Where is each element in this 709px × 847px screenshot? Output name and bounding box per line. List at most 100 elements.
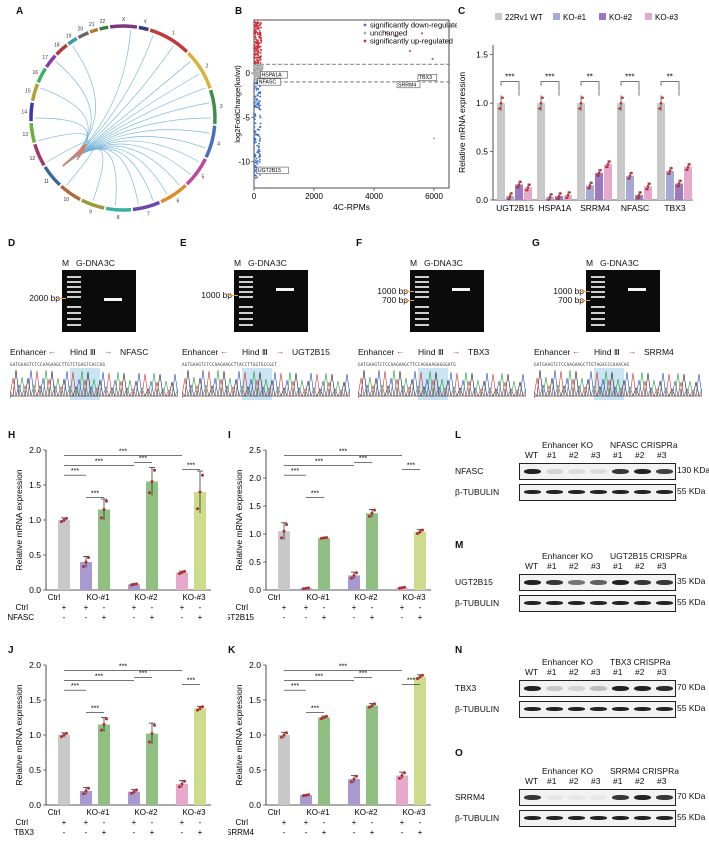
replicate-dot xyxy=(282,733,286,737)
replicate-dot xyxy=(153,468,156,472)
unchanged-point xyxy=(254,72,256,74)
loading-size-label: 55 KDa xyxy=(677,703,706,713)
y-tick-label: 0.5 xyxy=(476,147,488,157)
replicate-dot xyxy=(597,171,601,175)
gene-label: SRRM4 xyxy=(398,82,416,88)
down-point xyxy=(254,85,257,88)
replicate-dot xyxy=(368,705,371,709)
replicate-dot xyxy=(608,160,611,163)
replicate-dot xyxy=(599,168,602,172)
category-label: KO-#3 xyxy=(182,808,206,817)
gene-sign: + xyxy=(418,613,423,622)
category-label: KO-#1 xyxy=(86,593,110,602)
lane-label: #2 xyxy=(569,776,579,786)
bar xyxy=(497,103,505,200)
y-tick-label: 0.5 xyxy=(249,557,261,567)
replicate-dot xyxy=(661,96,664,99)
significance-label: *** xyxy=(95,673,103,680)
y-tick-label: 1.0 xyxy=(29,730,41,740)
gene-sign: + xyxy=(198,828,203,837)
significance-label: *** xyxy=(359,456,367,463)
ctrl-sign: + xyxy=(282,818,287,827)
bar xyxy=(366,705,378,805)
lane-label: #2 xyxy=(569,561,579,571)
up-point xyxy=(253,54,256,57)
legend-label: KO-#3 xyxy=(655,13,679,22)
sequence-text: GATGAAGTCTCCAAGAAGCTTGTCTGAGTCACCAG xyxy=(10,362,106,367)
down-point xyxy=(259,158,261,161)
ctrl-sign: + xyxy=(352,603,357,612)
target-band xyxy=(568,580,585,585)
replicate-dot xyxy=(285,522,288,526)
category-label: KO-#1 xyxy=(86,808,110,817)
category-label: Ctrl xyxy=(48,593,61,602)
down-point xyxy=(259,125,262,128)
panel-label-e: E xyxy=(180,238,187,249)
ctrl-sign: - xyxy=(103,603,106,612)
lane-label: #3 xyxy=(657,776,667,786)
gene-sign: - xyxy=(133,828,136,837)
up-point xyxy=(409,49,411,52)
junction-mid-label: Hind Ⅲ xyxy=(594,347,620,357)
chromosome-label: 10 xyxy=(63,197,69,203)
chromatogram-trace xyxy=(358,370,526,398)
panel-label-o: O xyxy=(455,748,463,759)
significance-label: *** xyxy=(291,468,299,475)
bar xyxy=(657,103,665,200)
legend-label: unchanged xyxy=(370,29,407,38)
legend-swatch xyxy=(599,13,606,20)
up-point xyxy=(253,37,256,40)
down-point xyxy=(256,87,259,90)
replicate-dot xyxy=(565,196,568,200)
replicate-dot xyxy=(62,518,66,522)
replicate-dot xyxy=(183,569,186,573)
ladder-band xyxy=(239,306,253,308)
marker-size-label: 2000 bp xyxy=(29,293,60,303)
y-tick-label: -10 xyxy=(238,157,250,166)
gel-lane-label: M xyxy=(234,258,242,268)
replicate-dot xyxy=(135,582,138,586)
target-size-label: 130 KDa xyxy=(677,465,709,475)
up-point xyxy=(260,41,263,44)
lane-label: #2 xyxy=(635,450,645,460)
ko-group-label: Enhancer KO xyxy=(542,657,594,667)
target-band xyxy=(524,795,541,800)
up-point xyxy=(259,31,262,34)
target-blot xyxy=(519,574,676,591)
tubulin-band xyxy=(634,490,651,494)
down-point xyxy=(259,137,262,140)
gene-sign: - xyxy=(133,613,136,622)
down-point xyxy=(259,155,262,158)
loading-size-label: 55 KDa xyxy=(677,597,706,607)
chromosome-arc xyxy=(138,25,149,32)
gene-sign: - xyxy=(305,613,308,622)
down-point xyxy=(258,148,260,151)
3c-product-band xyxy=(276,288,294,291)
gene-label: HSPA1A xyxy=(262,73,283,79)
junction-arrow: → xyxy=(104,346,113,356)
unchanged-point xyxy=(257,64,260,67)
junction-right-label: UGT2B15 xyxy=(292,347,330,357)
replicate-dot xyxy=(508,194,512,198)
panel-label-f: F xyxy=(356,238,363,249)
chromosome-arc xyxy=(67,36,78,46)
sequence-text: GATGAAGTCTCCAAGAAGCTTCCAGAAAGAGGGATG xyxy=(358,362,456,367)
chromosome-arc xyxy=(132,200,161,212)
replicate-dot xyxy=(501,96,504,99)
unchanged-point xyxy=(256,73,259,76)
gene-label: TBX3 xyxy=(419,75,432,81)
gene-sign: + xyxy=(150,828,155,837)
ladder-band xyxy=(415,281,429,283)
chromosome-label: 7 xyxy=(147,212,150,218)
significance-label: *** xyxy=(91,706,99,713)
down-point xyxy=(253,170,256,173)
up-point xyxy=(253,21,256,24)
up-point xyxy=(254,25,256,27)
target-band xyxy=(612,795,629,800)
gene-sign: - xyxy=(85,613,88,622)
replicate-dot xyxy=(688,163,691,166)
up-point xyxy=(259,48,262,51)
